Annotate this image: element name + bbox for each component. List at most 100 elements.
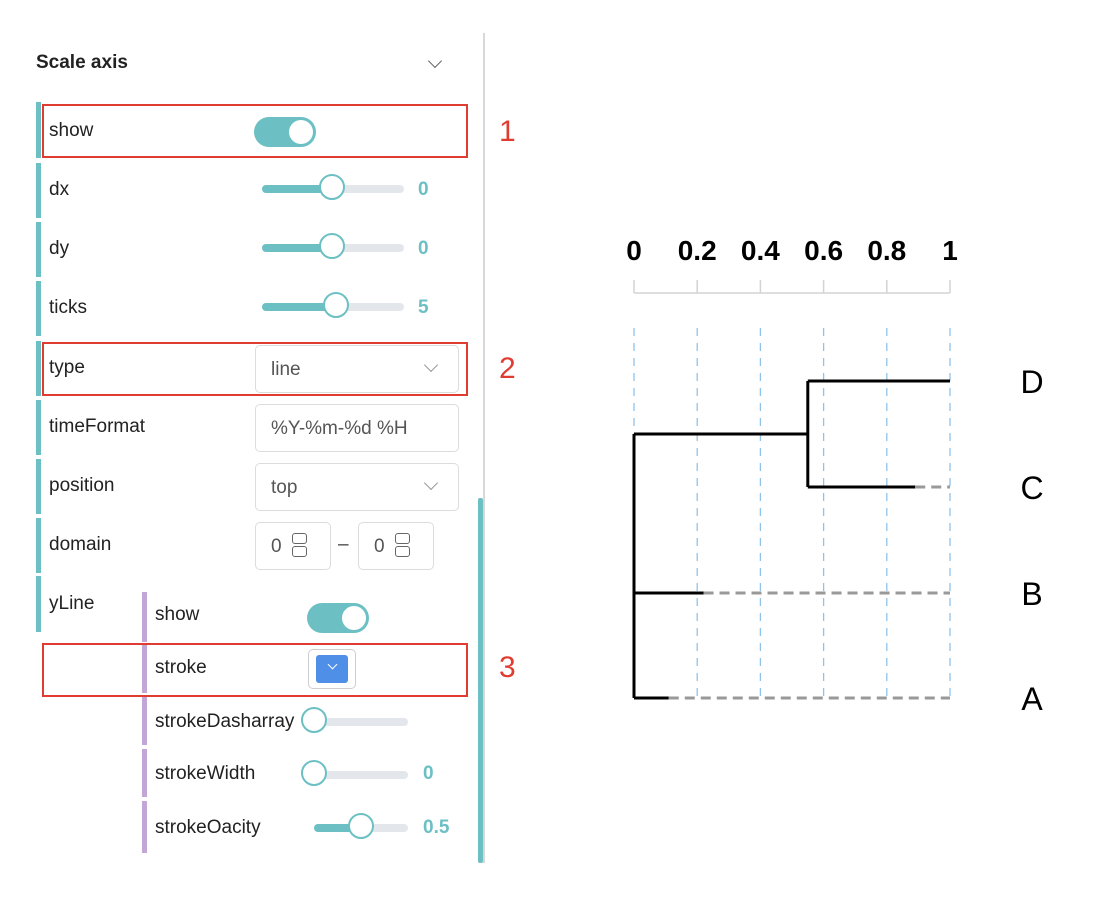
row-yline: yLine xyxy=(36,576,466,632)
nested-accent-bar xyxy=(142,645,147,693)
spin-down-icon[interactable] xyxy=(292,546,307,557)
show-label: show xyxy=(49,120,94,141)
slider-fill xyxy=(262,185,332,193)
row-accent-bar xyxy=(36,102,41,158)
yline-strokeoacity-label: strokeOacity xyxy=(155,817,261,838)
yline-show-label: show xyxy=(155,604,200,625)
row-accent-bar xyxy=(36,222,41,277)
row-accent-bar xyxy=(36,341,41,396)
timeformat-label: timeFormat xyxy=(49,416,146,437)
yline-show-toggle[interactable] xyxy=(307,603,369,633)
row-accent-bar xyxy=(36,576,41,632)
row-dx: dx 0 xyxy=(36,163,466,218)
row-accent-bar xyxy=(36,163,41,218)
slider-thumb[interactable] xyxy=(319,174,345,200)
position-label: position xyxy=(49,475,115,496)
row-type: type line xyxy=(36,341,466,396)
slider-fill xyxy=(262,244,332,252)
annotation-box-3 xyxy=(42,643,468,697)
chevron-down-icon[interactable] xyxy=(427,53,443,69)
domain-max-value: 0 xyxy=(374,536,385,557)
color-swatch xyxy=(316,655,348,683)
type-label: type xyxy=(49,357,85,378)
ticks-value: 5 xyxy=(418,297,429,318)
row-dy: dy 0 xyxy=(36,222,466,277)
slider-thumb[interactable] xyxy=(323,292,349,318)
dx-slider[interactable] xyxy=(262,174,404,200)
timeformat-input[interactable]: %Y-%m-%d %H xyxy=(255,404,459,452)
strokeoacity-slider[interactable] xyxy=(314,813,408,839)
axis-tick-label: 0.6 xyxy=(804,235,843,266)
axis-tick-label: 0 xyxy=(626,235,642,266)
row-accent-bar xyxy=(36,459,41,514)
axis-tick-label: 0.4 xyxy=(741,235,780,266)
axis-tick-label: 1 xyxy=(942,235,958,266)
slider-thumb[interactable] xyxy=(348,813,374,839)
spinner-icon[interactable] xyxy=(395,533,412,559)
nested-accent-bar xyxy=(142,749,147,797)
dx-label: dx xyxy=(49,179,70,200)
row-accent-bar xyxy=(36,518,41,573)
spin-down-icon[interactable] xyxy=(395,546,410,557)
panel-divider xyxy=(483,33,485,863)
yline-strokedasharray-label: strokeDasharray xyxy=(155,711,295,732)
spin-up-icon[interactable] xyxy=(395,533,410,544)
annotation-number-2: 2 xyxy=(499,352,516,385)
spin-up-icon[interactable] xyxy=(292,533,307,544)
strokeoacity-value: 0.5 xyxy=(423,817,450,838)
section-title: Scale axis xyxy=(36,52,128,73)
row-timeformat: timeFormat %Y-%m-%d %H xyxy=(36,400,466,455)
row-ticks: ticks 5 xyxy=(36,281,466,336)
annotation-box-1 xyxy=(42,104,468,158)
dy-value: 0 xyxy=(418,238,429,259)
toggle-knob xyxy=(342,606,366,630)
spinner-icon[interactable] xyxy=(292,533,309,559)
strokedasharray-slider[interactable] xyxy=(301,707,408,733)
strokewidth-value: 0 xyxy=(423,763,434,784)
stroke-color-picker[interactable] xyxy=(308,649,356,689)
ticks-label: ticks xyxy=(49,297,87,318)
leaf-label-D: D xyxy=(1020,364,1043,400)
strokewidth-slider[interactable] xyxy=(301,760,408,786)
yline-strokewidth-label: strokeWidth xyxy=(155,763,256,784)
row-accent-bar xyxy=(36,400,41,455)
leaf-label-A: A xyxy=(1021,681,1043,717)
nested-accent-bar xyxy=(142,801,147,853)
slider-thumb[interactable] xyxy=(301,760,327,786)
domain-min-input[interactable]: 0 xyxy=(255,522,331,570)
leaf-label-B: B xyxy=(1021,576,1042,612)
dy-label: dy xyxy=(49,238,70,259)
domain-label: domain xyxy=(49,534,112,555)
annotation-number-3: 3 xyxy=(499,651,516,684)
yline-stroke-label: stroke xyxy=(155,657,207,678)
domain-separator: – xyxy=(338,534,349,555)
row-show: show xyxy=(36,102,466,158)
domain-min-value: 0 xyxy=(271,536,282,557)
row-position: position top xyxy=(36,459,466,514)
slider-thumb[interactable] xyxy=(301,707,327,733)
axis-tick-label: 0.8 xyxy=(867,235,906,266)
dx-value: 0 xyxy=(418,179,429,200)
domain-max-input[interactable]: 0 xyxy=(358,522,434,570)
leaf-label-C: C xyxy=(1020,470,1043,506)
yline-label: yLine xyxy=(49,593,95,614)
nested-accent-bar xyxy=(142,697,147,745)
show-toggle[interactable] xyxy=(254,117,316,147)
ticks-slider[interactable] xyxy=(262,292,404,318)
slider-thumb[interactable] xyxy=(319,233,345,259)
settings-panel: Scale axis show dx 0 dy 0 ticks 5 xyxy=(0,0,516,918)
annotation-number-1: 1 xyxy=(499,115,516,148)
position-select[interactable]: top xyxy=(255,463,459,511)
slider-fill xyxy=(262,303,336,311)
toggle-knob xyxy=(289,120,313,144)
type-selected-value: line xyxy=(271,359,301,380)
axis-tick-label: 0.2 xyxy=(678,235,717,266)
slider-fill xyxy=(314,824,361,832)
type-select[interactable]: line xyxy=(255,345,459,393)
annotation-box-2 xyxy=(42,342,468,396)
row-domain: domain 0 – 0 xyxy=(36,518,466,573)
scrollbar[interactable] xyxy=(478,498,483,863)
timeformat-value: %Y-%m-%d %H xyxy=(271,418,408,439)
row-accent-bar xyxy=(36,281,41,336)
dy-slider[interactable] xyxy=(262,233,404,259)
